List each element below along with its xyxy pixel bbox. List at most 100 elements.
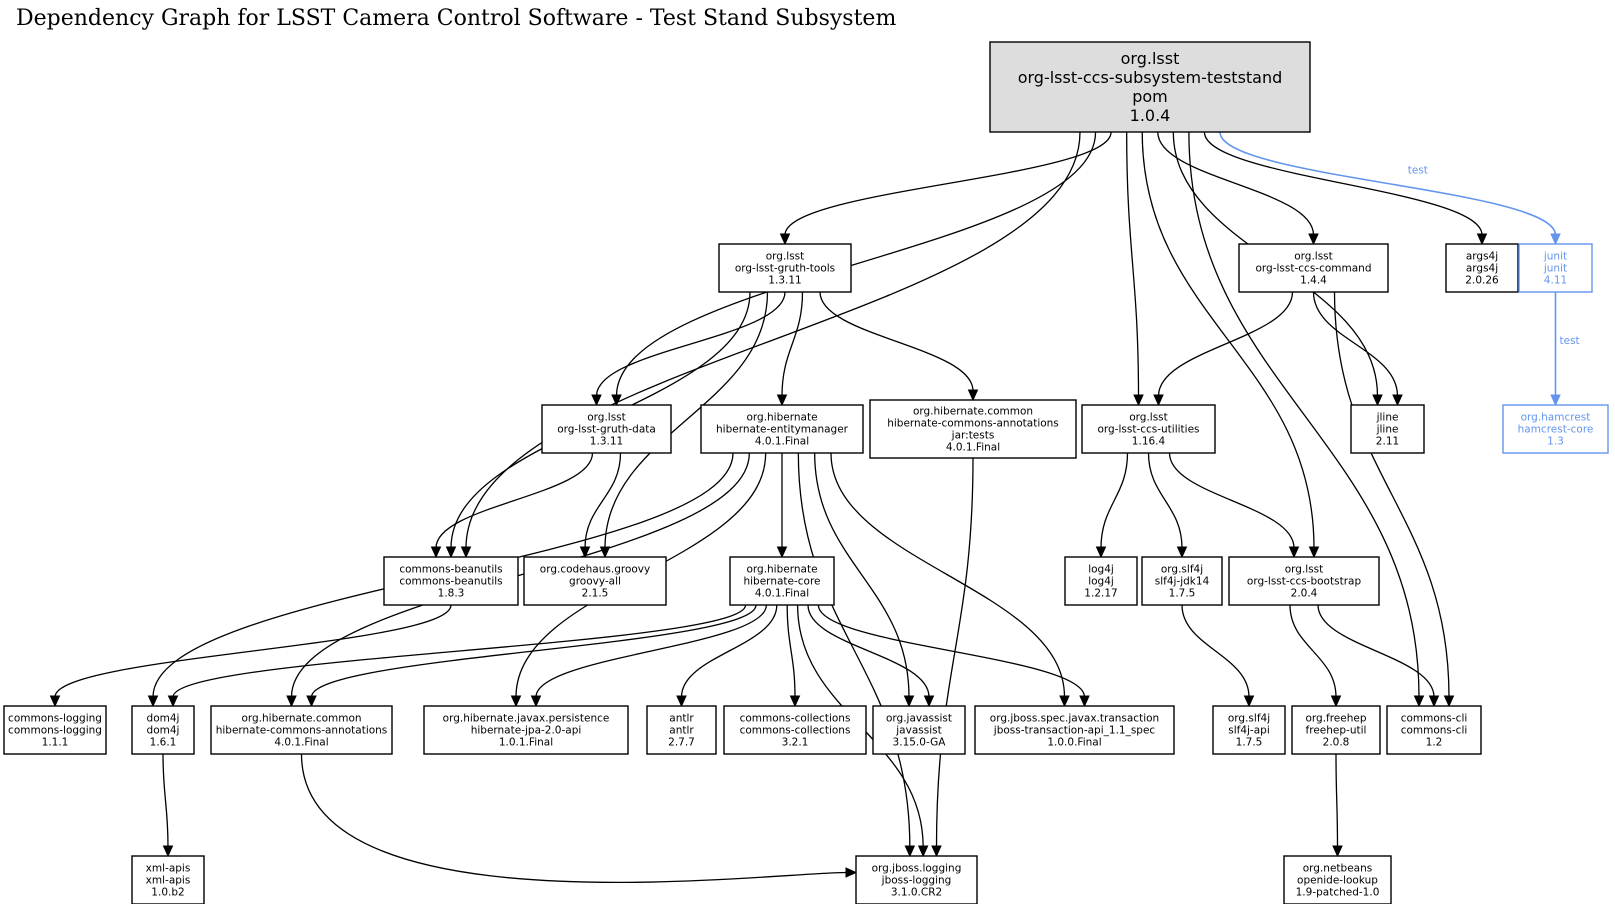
arrowhead-icon bbox=[1288, 546, 1300, 559]
node-label-line: jline bbox=[1376, 423, 1399, 435]
node-box bbox=[718, 243, 852, 293]
node-label-line: javassist bbox=[895, 724, 941, 736]
arrowhead-icon bbox=[306, 695, 317, 708]
node-box bbox=[541, 404, 672, 454]
arrowhead-icon bbox=[923, 695, 935, 708]
arrowhead-icon bbox=[967, 389, 979, 402]
node-label-line: org.slf4j bbox=[1228, 712, 1270, 724]
node-box bbox=[869, 399, 1077, 459]
arrowhead-icon bbox=[147, 695, 159, 708]
edge-root-to-junit: test bbox=[1219, 131, 1561, 246]
node-box bbox=[523, 556, 667, 606]
arrowhead-icon bbox=[903, 695, 915, 708]
node-label-line: 1.0.0.Final bbox=[1047, 736, 1101, 748]
node-label-line: junit bbox=[1543, 262, 1567, 274]
edge-line bbox=[615, 131, 1097, 397]
edge-line bbox=[817, 604, 1086, 698]
edge-line bbox=[162, 753, 169, 848]
arrowhead-icon bbox=[1476, 233, 1488, 246]
edge-hib-core-to-collections bbox=[786, 604, 801, 708]
node-label-line: org.javassist bbox=[886, 712, 952, 724]
node-label-line: hamcrest-core bbox=[1518, 423, 1594, 435]
node-label-line: 4.11 bbox=[1544, 274, 1567, 286]
node-label-line: args4j bbox=[1466, 262, 1498, 274]
arrowhead-icon bbox=[591, 394, 602, 407]
node-label-line: log4j bbox=[1088, 563, 1114, 575]
edge-hib-core-to-jpa bbox=[530, 604, 768, 708]
edge-line bbox=[1100, 452, 1129, 549]
edge-line bbox=[290, 452, 750, 698]
edge-label: test bbox=[1560, 335, 1580, 347]
edge-ccs-command-to-ccs-utilities bbox=[1153, 291, 1294, 407]
node-label-line: 2.1.5 bbox=[582, 587, 609, 599]
node-label-line: org.slf4j bbox=[1161, 563, 1203, 575]
arrowhead-icon bbox=[1243, 695, 1255, 708]
node-box bbox=[1141, 556, 1223, 606]
node-label-line: log4j bbox=[1088, 575, 1114, 587]
node-box bbox=[131, 855, 205, 904]
node-label-line: org.freehep bbox=[1305, 712, 1366, 724]
node-label-line: 3.1.0.CR2 bbox=[891, 886, 942, 898]
edge-hib-core-to-dom4j bbox=[167, 604, 747, 708]
edge-entitymanager-to-jboss-logging bbox=[797, 452, 916, 858]
node-label-line: hibernate-entitymanager bbox=[716, 423, 849, 435]
arrowhead-icon bbox=[1413, 695, 1425, 708]
edge-line bbox=[797, 452, 911, 848]
node-box bbox=[729, 556, 835, 606]
edge-entitymanager-to-javassist bbox=[814, 452, 915, 708]
node-label-line: 2.0.26 bbox=[1465, 274, 1499, 286]
node-label-line: org.hibernate bbox=[746, 411, 817, 423]
edge-label: test bbox=[1408, 165, 1428, 177]
edge-line bbox=[1168, 452, 1295, 549]
edge-dom4j-to-xml-apis bbox=[162, 753, 174, 858]
edge-layer: test test bbox=[49, 131, 1580, 884]
edge-ccs-utilities-to-ccs-bootstrap bbox=[1168, 452, 1300, 559]
node-box bbox=[855, 855, 978, 904]
node-label-line: 3.2.1 bbox=[782, 736, 809, 748]
edge-line bbox=[807, 604, 930, 698]
node-label-line: org-lsst-gruth-data bbox=[557, 423, 656, 435]
node-box bbox=[872, 705, 966, 755]
node-box bbox=[1386, 705, 1482, 755]
node-label-line: org.codehaus.groovy bbox=[540, 563, 650, 575]
edge-ccs-utilities-to-slf4j-jdk14 bbox=[1147, 452, 1188, 559]
node-label-line: commons-beanutils bbox=[399, 563, 502, 575]
arrowhead-icon bbox=[430, 546, 442, 559]
arrowhead-icon bbox=[1550, 394, 1561, 407]
node-label-line: 1.16.4 bbox=[1132, 435, 1166, 447]
node-box bbox=[1212, 705, 1286, 755]
arrowhead-icon bbox=[1176, 546, 1188, 559]
edge-ccs-bootstrap-to-freehep bbox=[1289, 604, 1342, 708]
node-label-line: hibernate-commons-annotations bbox=[887, 417, 1059, 429]
node-label-line: openide-lookup bbox=[1297, 874, 1378, 886]
edge-line bbox=[781, 291, 804, 397]
arrowhead-icon bbox=[530, 695, 542, 708]
edge-line bbox=[465, 131, 1081, 549]
node-box bbox=[1228, 556, 1380, 606]
edge-hib-core-to-hca bbox=[306, 604, 757, 708]
node-box bbox=[383, 556, 519, 606]
edge-line bbox=[1188, 131, 1420, 698]
arrowhead-icon bbox=[1550, 233, 1561, 246]
edge-line bbox=[1317, 604, 1435, 698]
node-label-line: 1.2.17 bbox=[1084, 587, 1117, 599]
edge-line bbox=[830, 452, 1066, 698]
arrowhead-icon bbox=[845, 867, 858, 878]
node-label-line: hibernate-jpa-2.0-api bbox=[471, 724, 582, 736]
node-label-line: 1.7.5 bbox=[1236, 736, 1263, 748]
edge-root-to-ccs-command bbox=[1157, 131, 1319, 246]
node-label-line: junit bbox=[1543, 250, 1567, 262]
node-box bbox=[723, 705, 867, 755]
edge-slf4j-jdk14-to-slf4j-api bbox=[1181, 604, 1255, 708]
node-label-line: org.lsst bbox=[1129, 411, 1168, 423]
node-box bbox=[1081, 404, 1216, 454]
